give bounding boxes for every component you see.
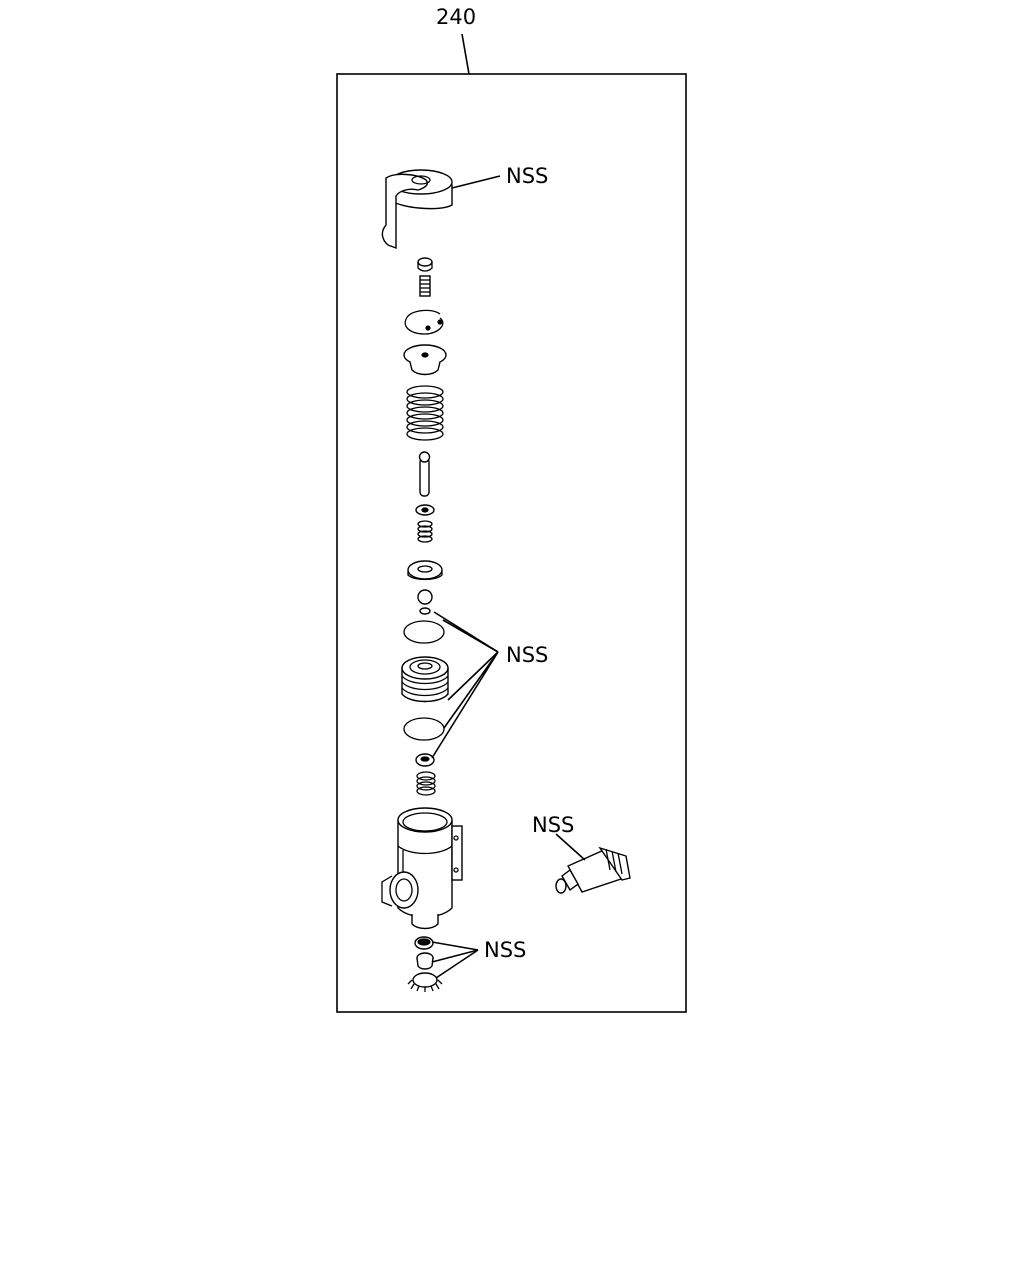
assembly-leader-line xyxy=(461,33,470,75)
upper-o-ring-part xyxy=(403,620,445,644)
push-rod-part xyxy=(418,451,431,497)
nss-middle-label: NSS xyxy=(506,643,548,667)
nss-tube-label: NSS xyxy=(532,813,574,837)
body-spring-part xyxy=(416,771,436,796)
assembly-frame xyxy=(336,73,687,1013)
grease-tube-part xyxy=(555,846,631,894)
small-washer-part xyxy=(415,504,435,516)
piston-part xyxy=(401,656,449,703)
bottom-cap-part xyxy=(416,952,434,970)
snap-ring-part xyxy=(404,309,444,335)
bottom-seal-part xyxy=(414,936,434,950)
small-seal-ring-part xyxy=(415,753,435,767)
cap-with-tab-part xyxy=(381,169,453,250)
small-nut-part xyxy=(417,257,433,272)
nss-bottom-leaders xyxy=(431,941,479,979)
valve-disk-part xyxy=(407,560,443,581)
nss-bottom-label: NSS xyxy=(484,938,526,962)
nss-tube-leader xyxy=(555,833,586,861)
nss-middle-leaders xyxy=(431,611,499,759)
adjusting-screw-part xyxy=(419,275,431,297)
nss-top-leader xyxy=(451,175,501,189)
assembly-number-label: 240 xyxy=(436,5,476,29)
lock-washer-part xyxy=(407,972,443,992)
valve-body-part xyxy=(381,807,463,930)
check-ball-part xyxy=(417,589,433,615)
lower-o-ring-part xyxy=(403,717,445,741)
nss-top-label: NSS xyxy=(506,164,548,188)
spring-seat-part xyxy=(403,344,447,376)
small-spring-part xyxy=(417,520,433,543)
main-spring-part xyxy=(406,385,444,441)
